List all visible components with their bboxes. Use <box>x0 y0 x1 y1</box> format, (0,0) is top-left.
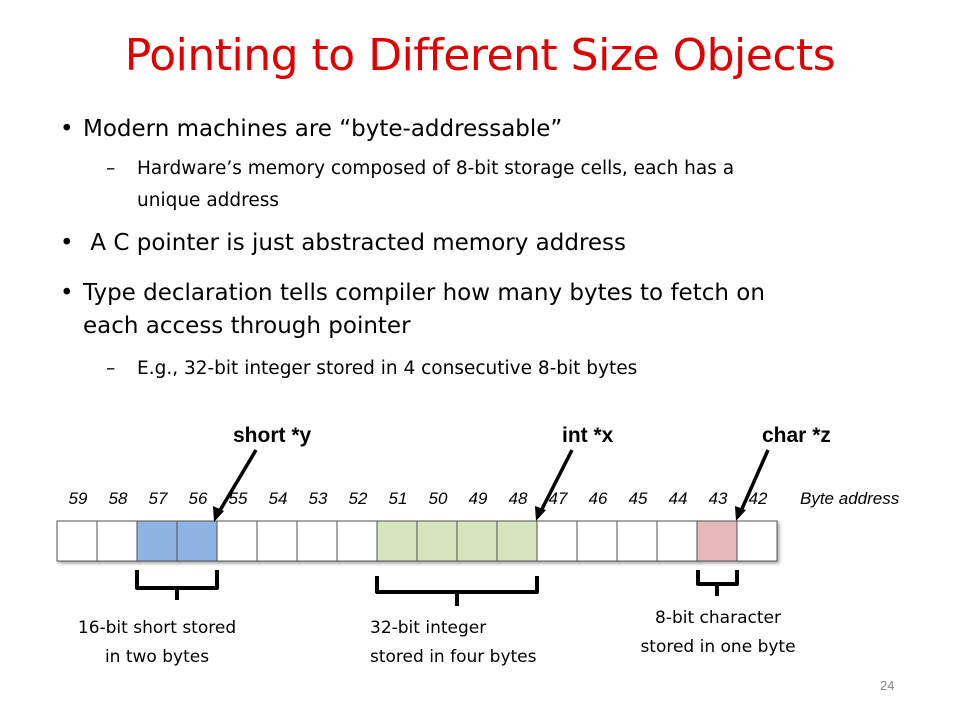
sub-bullet-32bit-example: E.g., 32-bit integer stored in 4 consecu… <box>137 358 638 379</box>
sub-bullet-hardware-memory-cont: unique address <box>137 190 280 211</box>
bullet-type-declaration-cont: each access through pointer <box>83 313 411 339</box>
bullet-byte-addressable: Modern machines are “byte-addressable” <box>83 116 563 142</box>
byte-address-53: 53 <box>308 489 328 508</box>
memory-cell-59 <box>56 520 98 562</box>
bullet-dot: • <box>60 116 74 142</box>
pointer-arrow-int <box>539 449 574 512</box>
memory-cells <box>56 520 778 562</box>
memory-cell-48-int <box>496 520 538 562</box>
caption-int: 32-bit integer stored in four bytes <box>370 614 570 672</box>
memory-cell-43-char <box>696 520 738 562</box>
byte-address-59: 59 <box>68 489 88 508</box>
byte-address-47: 47 <box>548 489 568 508</box>
memory-cell-58 <box>96 520 138 562</box>
bullet-dot: • <box>60 280 74 306</box>
byte-address-49: 49 <box>468 489 488 508</box>
bullet-dot: • <box>60 230 74 256</box>
memory-cell-51-int <box>376 520 418 562</box>
caption-short: 16-bit short stored in two bytes <box>52 614 262 672</box>
pointer-label-short: short *y <box>233 424 312 447</box>
byte-address-label: Byte address <box>800 489 900 508</box>
pointer-arrowhead-int <box>535 506 546 521</box>
bullet-type-declaration: Type declaration tells compiler how many… <box>83 280 765 306</box>
pointer-label-int: int *x <box>562 424 614 447</box>
sub-bullet-dash: – <box>106 158 116 179</box>
memory-cell-49-int <box>456 520 498 562</box>
slide-title: Pointing to Different Size Objects <box>124 30 836 81</box>
bullet-c-pointer: A C pointer is just abstracted memory ad… <box>83 230 627 256</box>
memory-cell-50-int <box>416 520 458 562</box>
byte-address-55: 55 <box>228 489 248 508</box>
byte-address-54: 54 <box>268 489 288 508</box>
memory-cell-47 <box>536 520 578 562</box>
pointer-arrow-char <box>739 449 770 512</box>
byte-address-48: 48 <box>508 489 528 508</box>
memory-cell-53 <box>296 520 338 562</box>
caption-char-line1: 8-bit character <box>655 608 781 628</box>
caption-char: 8-bit character stored in one byte <box>620 604 816 662</box>
pointer-arrow-short <box>217 449 258 513</box>
sub-bullet-dash: – <box>106 358 116 379</box>
memory-cell-46 <box>576 520 618 562</box>
byte-address-42: 42 <box>748 489 768 508</box>
byte-address-52: 52 <box>348 489 368 508</box>
memory-cell-42 <box>736 520 778 562</box>
byte-address-50: 50 <box>428 489 448 508</box>
pointer-arrowhead-short <box>213 506 224 522</box>
byte-address-51: 51 <box>388 489 408 508</box>
sub-bullet-hardware-memory: Hardware’s memory composed of 8-bit stor… <box>137 158 735 179</box>
byte-address-58: 58 <box>108 489 128 508</box>
pointer-arrowhead-char <box>735 506 746 521</box>
brace-short <box>135 570 219 600</box>
page-number: 24 <box>880 678 895 693</box>
memory-cell-44 <box>656 520 698 562</box>
byte-address-43: 43 <box>708 489 728 508</box>
memory-cell-45 <box>616 520 658 562</box>
memory-cell-57-short <box>136 520 178 562</box>
memory-cell-55 <box>216 520 258 562</box>
byte-address-45: 45 <box>628 489 648 508</box>
memory-cell-54 <box>256 520 298 562</box>
memory-cell-52 <box>336 520 378 562</box>
caption-short-line2: in two bytes <box>104 647 210 667</box>
byte-address-56: 56 <box>188 489 208 508</box>
byte-address-46: 46 <box>588 489 608 508</box>
caption-int-line1: 32-bit integer <box>370 618 487 638</box>
caption-int-line2: stored in four bytes <box>370 647 537 667</box>
caption-char-line2: stored in one byte <box>640 637 796 657</box>
byte-address-44: 44 <box>668 489 688 508</box>
brace-int <box>375 576 539 606</box>
pointer-label-char: char *z <box>762 424 831 447</box>
byte-address-57: 57 <box>148 489 168 508</box>
brace-char <box>696 570 739 596</box>
memory-cell-56-short <box>176 520 218 562</box>
caption-short-line1: 16-bit short stored <box>77 618 237 638</box>
